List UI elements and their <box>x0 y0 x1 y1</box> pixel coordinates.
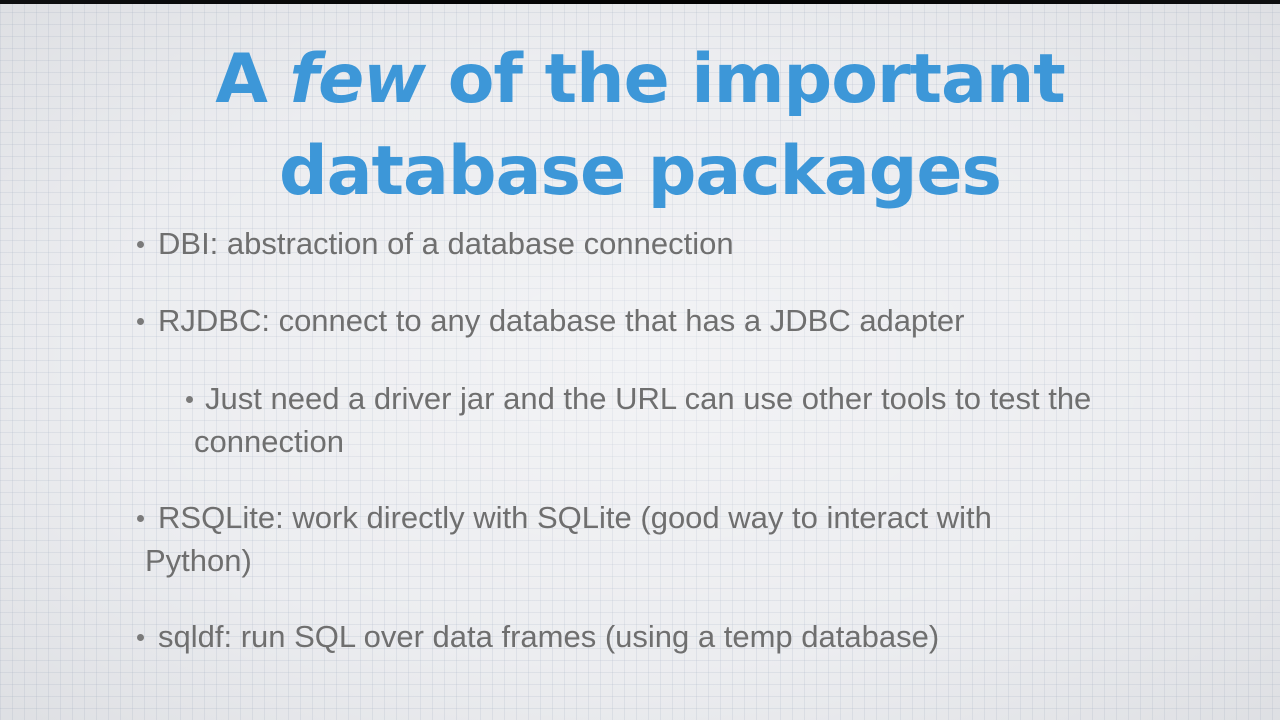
title-rest: of the important <box>425 40 1066 119</box>
sub-bullet-jdbc-line-1: Just need a driver jar and the URL can u… <box>205 381 1092 416</box>
bullet-rsqlite-line-1: RSQLite: work directly with SQLite (good… <box>158 500 992 535</box>
title-line-1: A few of the important <box>215 40 1066 119</box>
sub-bullet-jdbc-line-2: connection <box>194 424 344 459</box>
bullet-rjdbc: RJDBC: connect to any database that has … <box>158 303 965 338</box>
slide-title: A few of the important database packages <box>0 34 1280 218</box>
title-pre: A <box>215 40 290 119</box>
bullet-dbi: DBI: abstraction of a database connectio… <box>158 226 734 261</box>
bullet-dot <box>137 515 144 522</box>
bullet-rsqlite-line-2: Python) <box>145 543 252 578</box>
bullet-sqldf: sqldf: run SQL over data frames (using a… <box>158 619 940 654</box>
bullet-dot <box>137 318 144 325</box>
top-border <box>0 0 1280 4</box>
sub-bullet-dot <box>186 396 193 403</box>
bullet-dot <box>137 634 144 641</box>
bullet-dot <box>137 241 144 248</box>
title-line-2: database packages <box>278 132 1002 211</box>
title-emphasis: few <box>289 40 427 119</box>
